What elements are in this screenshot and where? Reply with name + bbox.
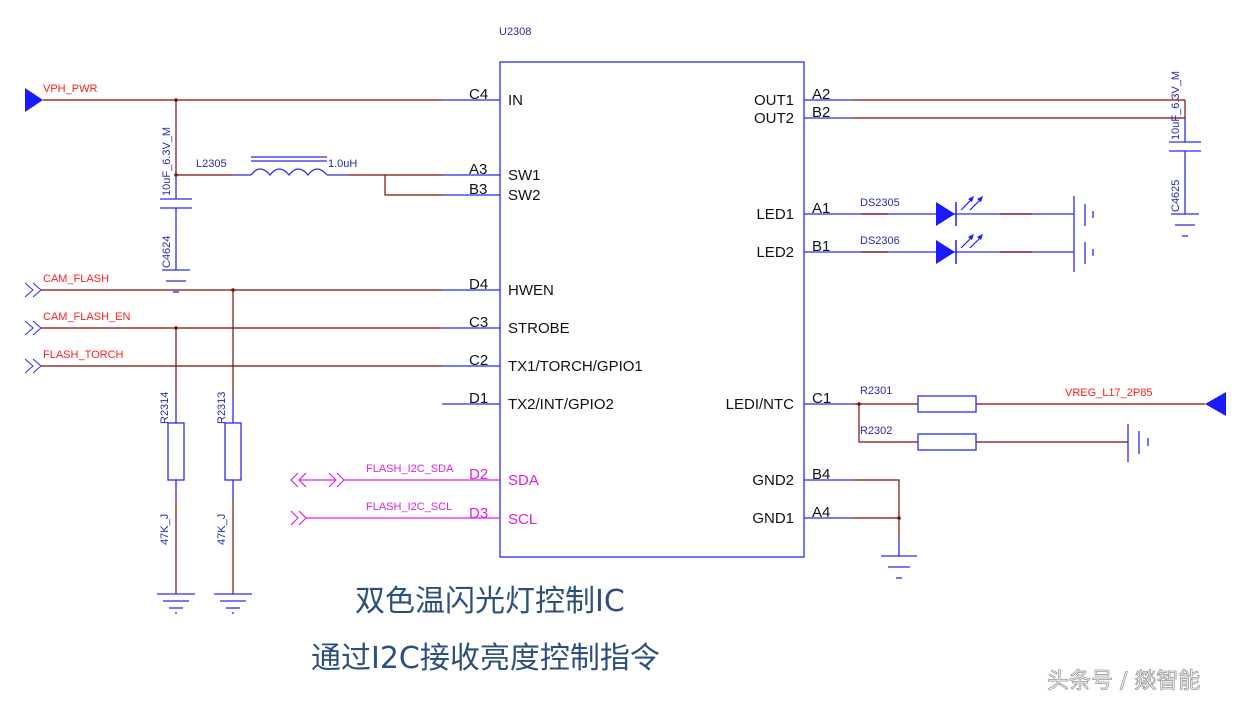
pin-name-out2: OUT2 xyxy=(754,110,794,127)
net-label-vreg: VREG_L17_2P85 xyxy=(1065,387,1152,399)
l2305-value: 1.0uH xyxy=(328,158,357,170)
pin-name-gnd2: GND2 xyxy=(752,472,794,489)
caption-line2: 通过I2C接收亮度控制指令 xyxy=(311,641,660,676)
ground-icon xyxy=(881,537,917,579)
led-wire-accents xyxy=(862,213,1032,253)
pin-name-out1: OUT1 xyxy=(754,92,794,109)
net-label-cam-flash-en: CAM_FLASH_EN xyxy=(43,311,130,323)
r2313-value: 47K_J xyxy=(216,514,228,545)
resistor-r2314 xyxy=(167,398,185,500)
gnd-wires xyxy=(853,479,900,537)
offpage-connectors xyxy=(24,282,42,374)
ground-icon xyxy=(1073,196,1094,272)
caption-line1: 双色温闪光灯控制IC xyxy=(355,584,625,619)
net-label-flash-torch: FLASH_TORCH xyxy=(43,349,124,361)
pin-num-d4: D4 xyxy=(469,276,488,293)
pin-name-scl: SCL xyxy=(508,511,537,528)
junction-dot xyxy=(857,402,861,406)
control-wires xyxy=(41,289,442,594)
resistor-r2302 xyxy=(917,433,977,451)
ic-body xyxy=(499,61,805,558)
pin-num-c2: C2 xyxy=(469,352,488,369)
junction-dot xyxy=(174,326,178,330)
pin-num-d2: D2 xyxy=(469,466,488,483)
net-label-cam-flash: CAM_FLASH xyxy=(43,273,109,285)
net-label-vph-pwr: VPH_PWR xyxy=(43,83,97,95)
pin-name-led2: LED2 xyxy=(756,244,794,261)
right-pin-stubs xyxy=(804,99,853,519)
ntc-wires xyxy=(853,403,1205,443)
led-ds2305-icon xyxy=(853,196,1074,226)
capacitor-c4625 xyxy=(1169,118,1201,237)
c4624-value: 10uF_6.3V_M xyxy=(161,127,173,196)
pin-num-b1: B1 xyxy=(812,238,830,255)
junction-dot xyxy=(231,288,235,292)
led-ds2306-icon xyxy=(853,234,1074,264)
pin-num-b3: B3 xyxy=(469,181,487,198)
resistor-r2301 xyxy=(917,395,977,413)
pin-name-sw2: SW2 xyxy=(508,187,541,204)
ground-icon xyxy=(157,593,195,614)
pin-num-c4: C4 xyxy=(469,86,488,103)
ds2305-ref: DS2305 xyxy=(860,197,900,209)
pin-name-gnd1: GND1 xyxy=(752,510,794,527)
capacitor-c4624 xyxy=(160,175,192,293)
junction-dot xyxy=(174,98,178,102)
pin-name-tx1: TX1/TORCH/GPIO1 xyxy=(508,358,643,375)
junction-dot xyxy=(897,516,901,520)
ds2306-ref: DS2306 xyxy=(860,235,900,247)
pin-num-d3: D3 xyxy=(469,505,488,522)
pin-name-hwen: HWEN xyxy=(508,282,554,299)
pin-num-d1: D1 xyxy=(469,390,488,407)
vph-wires xyxy=(43,99,442,176)
pin-num-a1: A1 xyxy=(812,200,830,217)
pin-name-sw1: SW1 xyxy=(508,167,541,184)
r2302-ref: R2302 xyxy=(860,425,892,437)
power-port-icon xyxy=(25,88,43,112)
pin-num-c3: C3 xyxy=(469,314,488,331)
pin-num-a2: A2 xyxy=(812,86,830,103)
pin-name-in: IN xyxy=(508,92,523,109)
ground-icon xyxy=(214,593,252,614)
resistor-r2313 xyxy=(224,398,242,500)
sw-wires xyxy=(348,174,442,196)
ic-refdes: U2308 xyxy=(499,26,531,38)
power-port-icon xyxy=(1205,392,1226,416)
pin-num-b2: B2 xyxy=(812,104,830,121)
pin-num-c1: C1 xyxy=(812,390,831,407)
pin-name-led1: LED1 xyxy=(756,206,794,223)
pin-num-b4: B4 xyxy=(812,466,830,483)
ground-icon xyxy=(1127,424,1149,462)
l2305-ref: L2305 xyxy=(196,158,227,170)
pin-name-sda: SDA xyxy=(508,472,539,489)
c4625-ref: C4625 xyxy=(1170,180,1182,212)
r2301-ref: R2301 xyxy=(860,385,892,397)
watermark: 头条号 / 燚智能 xyxy=(1047,669,1200,694)
r2313-ref: R2313 xyxy=(216,392,228,424)
c4624-ref: C4624 xyxy=(161,236,173,268)
out-wires xyxy=(853,99,1186,119)
net-label-i2c-sda: FLASH_I2C_SDA xyxy=(366,463,454,475)
pin-name-tx2: TX2/INT/GPIO2 xyxy=(508,396,614,413)
pin-num-a4: A4 xyxy=(812,504,830,521)
r2314-ref: R2314 xyxy=(159,392,171,424)
pin-num-a3: A3 xyxy=(469,161,487,178)
i2c-connectors xyxy=(290,472,500,526)
c4625-value: 10uF_6.3V_M xyxy=(1170,71,1182,140)
left-pin-stubs xyxy=(442,99,500,405)
net-label-i2c-scl: FLASH_I2C_SCL xyxy=(366,501,452,513)
pin-name-ledi-ntc: LEDI/NTC xyxy=(726,396,795,413)
r2314-value: 47K_J xyxy=(159,514,171,545)
inductor-l2305 xyxy=(232,156,348,177)
pin-name-strobe: STROBE xyxy=(508,320,570,337)
